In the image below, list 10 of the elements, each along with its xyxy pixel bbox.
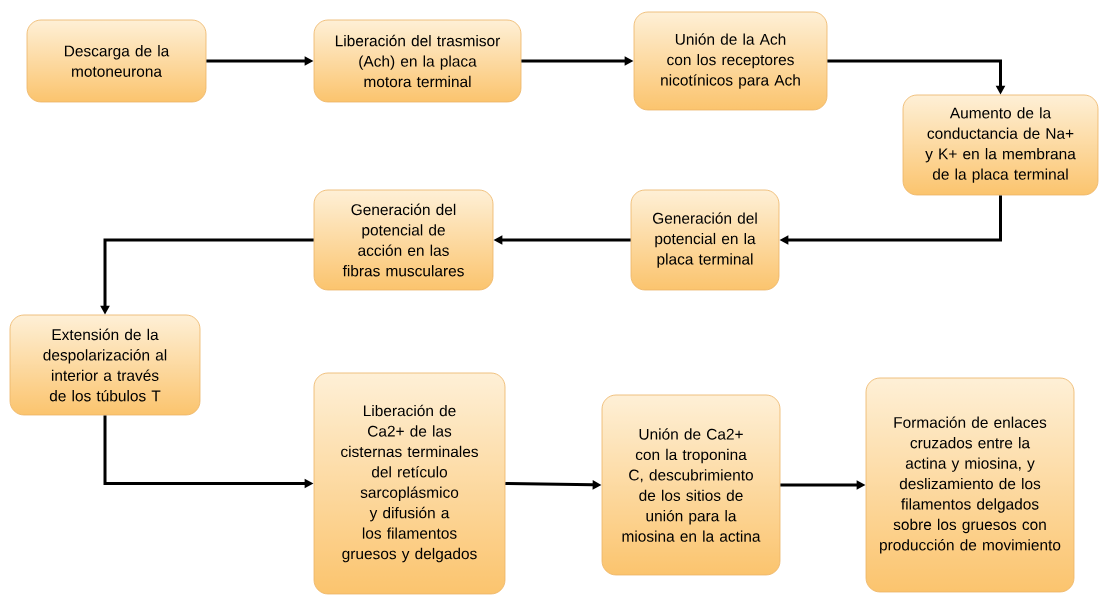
process-box: Descarga de la motoneurona	[26, 19, 207, 103]
process-box: Liberación del trasmisor (Ach) en la placa motora terminal	[313, 19, 522, 103]
process-box: Formación de enlaces cruzados entre la actina y miosina, y deslizamiento de los filamentos delgados sobre los gruesos con producción de movimiento	[865, 377, 1075, 593]
process-box: Unión de la Ach con los receptores nicotínicos para Ach	[633, 11, 828, 111]
process-box: Generación del potencial de acción en las fibras musculares	[313, 189, 494, 291]
process-box: Unión de Ca2+ con la troponina C, descubrimiento de los sitios de unión para la miosina en la actina	[601, 394, 781, 576]
process-box: Extensión de la despolarización al interior a través de los túbulos T	[9, 314, 201, 416]
process-box: Generación del potencial en la placa terminal	[630, 189, 780, 291]
process-box: Aumento de la conductancia de Na+ y K+ en la membrana de la placa terminal	[902, 94, 1099, 196]
process-box: Liberación de Ca2+ de las cisternas terminales del retículo sarcoplásmico y difusión a los filamentos gruesos y delgados	[313, 372, 506, 595]
